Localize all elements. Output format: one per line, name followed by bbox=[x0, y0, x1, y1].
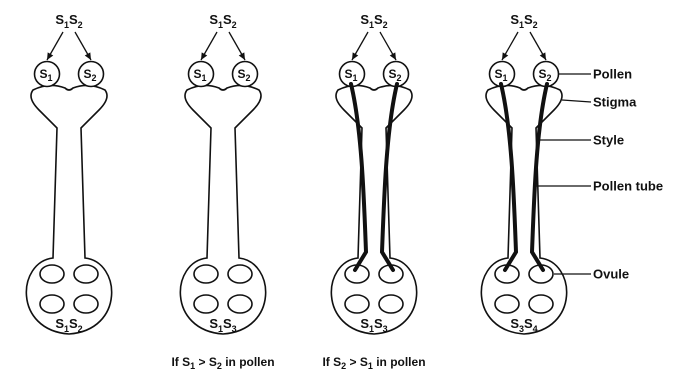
ovule-4 bbox=[379, 295, 403, 313]
pistil-outline bbox=[331, 85, 416, 334]
parent-genotype-label: S1S2 bbox=[209, 12, 236, 30]
stigma-callout-line bbox=[562, 100, 591, 102]
ovule-callout-label: Ovule bbox=[593, 267, 629, 282]
ovule-4 bbox=[529, 295, 553, 313]
pistil-outline bbox=[481, 85, 566, 334]
ovule-4 bbox=[228, 295, 252, 313]
ovule-2 bbox=[74, 265, 98, 283]
pollen-callout-label: Pollen bbox=[593, 67, 632, 82]
ovule-3 bbox=[194, 295, 218, 313]
ovule-3 bbox=[40, 295, 64, 313]
scenario-caption: If S1 > S2 in pollen bbox=[171, 355, 274, 371]
ovule-1 bbox=[194, 265, 218, 283]
parent-genotype-label: S1S2 bbox=[55, 12, 82, 30]
stigma-callout-label: Stigma bbox=[593, 95, 637, 110]
parent-genotype-label: S1S2 bbox=[510, 12, 537, 30]
ovule-2 bbox=[228, 265, 252, 283]
ovule-3 bbox=[345, 295, 369, 313]
style-callout-label: Style bbox=[593, 133, 624, 148]
ovule-1 bbox=[40, 265, 64, 283]
pollen-tube-callout-label: Pollen tube bbox=[593, 179, 663, 194]
ovule-3 bbox=[495, 295, 519, 313]
parent-genotype-label: S1S2 bbox=[360, 12, 387, 30]
pistil-outline bbox=[180, 85, 265, 334]
scenario-caption: If S2 > S1 in pollen bbox=[322, 355, 425, 371]
pistil-outline bbox=[26, 85, 111, 334]
ovule-4 bbox=[74, 295, 98, 313]
